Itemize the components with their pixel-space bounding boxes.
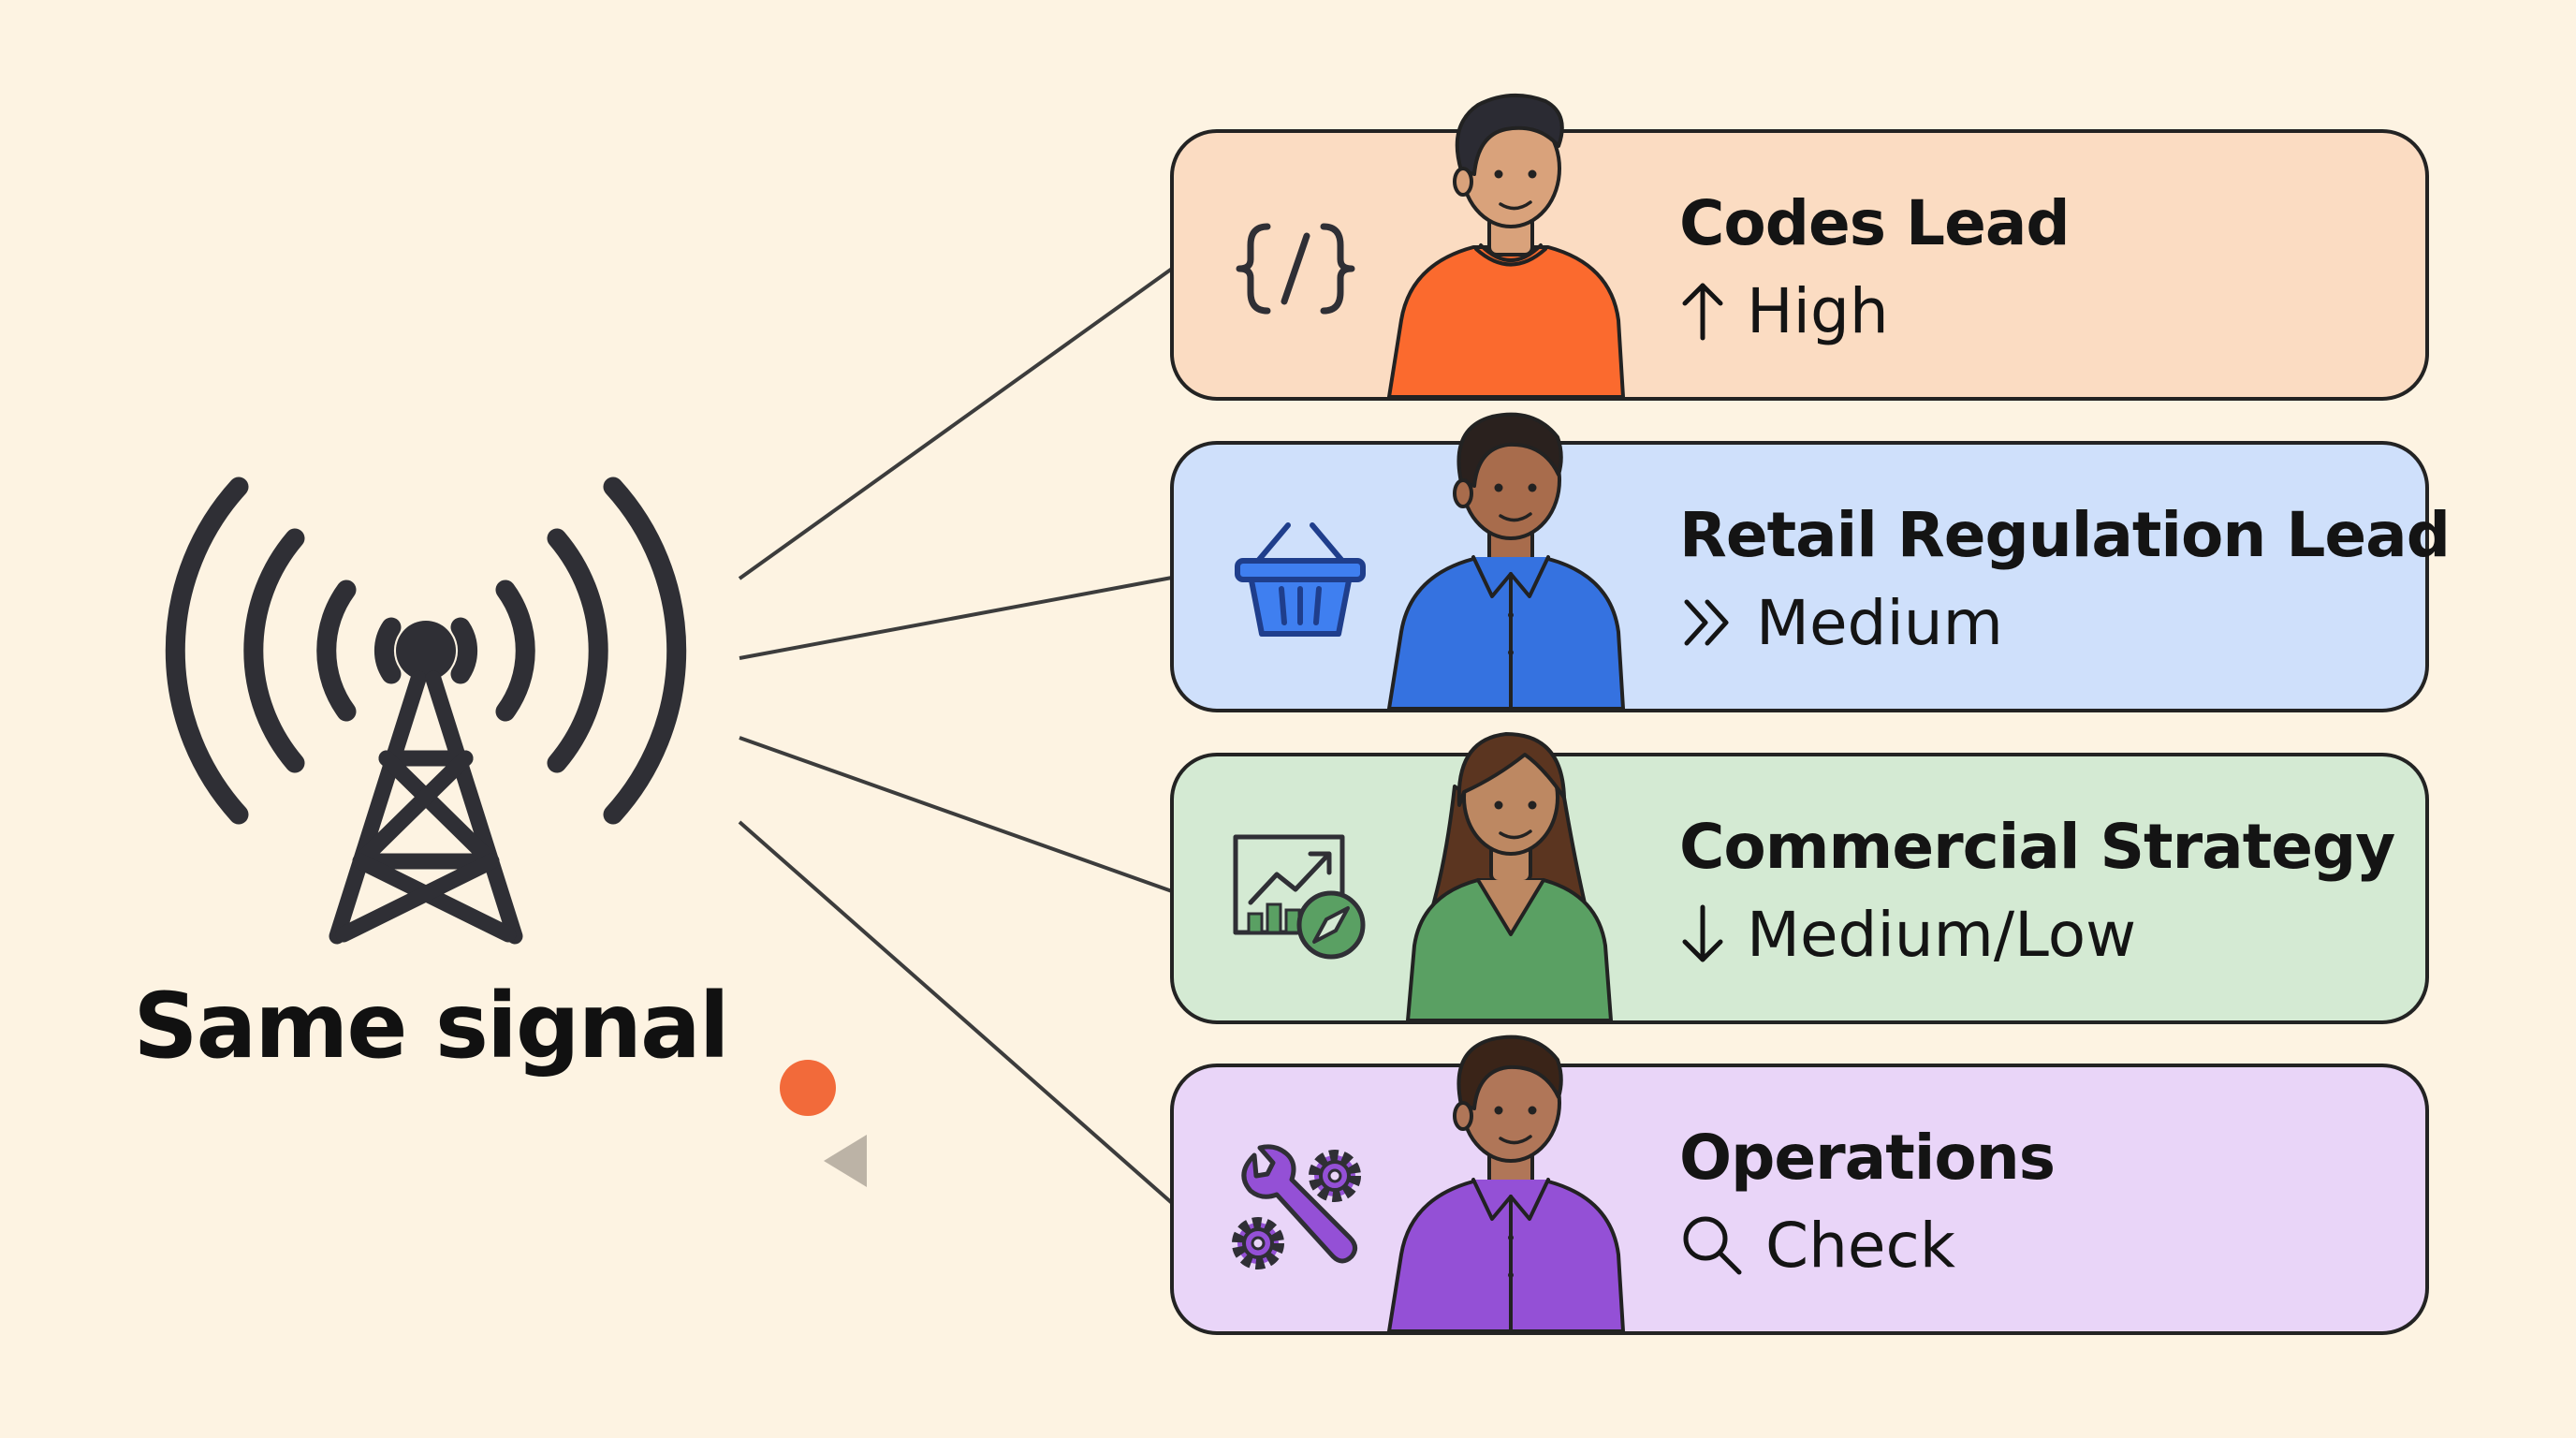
stakeholder-card-retail: Retail Regulation Lead Medium [1170, 412, 2451, 712]
stakeholder-level: Check [1679, 1208, 1955, 1283]
person-avatar-retail [1387, 412, 1625, 709]
stakeholder-title: Codes Lead [1679, 187, 2071, 259]
connector-line-codes [738, 267, 1174, 580]
signal-label: Same signal [133, 974, 729, 1078]
arrow-up-icon [1682, 283, 1723, 341]
stakeholder-card-codes: Codes Lead High [1170, 93, 2429, 401]
connector-line-commercial [739, 736, 1173, 893]
connector-line-retail [739, 576, 1173, 660]
stakeholder-level: Medium/Low [1679, 897, 2136, 972]
code-brackets-icon [1236, 223, 1355, 315]
person-avatar-codes [1387, 93, 1625, 397]
stakeholder-level-text: Check [1765, 1209, 1956, 1282]
stakeholder-card-operations: Operations Check [1170, 1034, 2429, 1335]
stakeholder-title: Commercial Strategy [1679, 811, 2395, 883]
person-avatar-operations [1387, 1034, 1625, 1331]
wrench-gears-icon [1232, 1144, 1361, 1269]
arrow-down-icon [1682, 904, 1723, 962]
decor-triangle [824, 1135, 867, 1187]
decor-dot [780, 1060, 836, 1116]
chart-compass-icon [1233, 834, 1366, 960]
stakeholder-level-text: Medium [1756, 586, 2003, 659]
stakeholder-title: Operations [1679, 1122, 2056, 1194]
stakeholder-level: Medium [1679, 585, 2003, 660]
person-avatar-commercial [1406, 732, 1613, 1020]
shopping-basket-icon [1235, 522, 1366, 637]
stakeholder-level-text: High [1747, 274, 1889, 347]
double-chevron-right-icon [1684, 599, 1729, 646]
radio-tower-icon [165, 477, 687, 945]
stakeholder-level: High [1679, 273, 1889, 348]
magnifier-icon [1683, 1216, 1742, 1275]
stakeholder-level-text: Medium/Low [1747, 898, 2137, 971]
stakeholder-title: Retail Regulation Lead [1679, 499, 2451, 571]
stakeholder-card-commercial: Commercial Strategy Medium/Low [1170, 732, 2429, 1024]
connector-line-operations [738, 820, 1174, 1205]
